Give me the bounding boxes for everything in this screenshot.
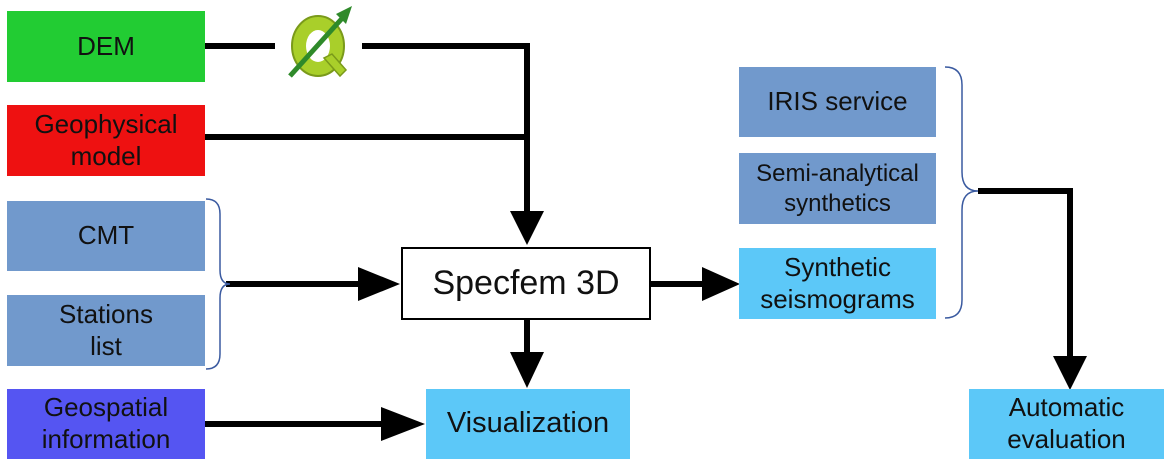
arrowhead-into-evaluation	[1053, 356, 1087, 390]
automatic-evaluation-label-line1: Automatic	[1008, 392, 1125, 423]
specfem-label: Specfem 3D	[432, 263, 620, 302]
iris-service-box: IRIS service	[739, 67, 936, 137]
evaluation-connector	[978, 188, 1073, 360]
synthetic-seismograms-label-line2: seismograms	[760, 283, 915, 314]
geospatial-information-label-line1: Geospatial	[43, 392, 169, 423]
geospatial-information-box: Geospatial information	[7, 389, 205, 459]
iris-service-label: IRIS service	[767, 86, 908, 117]
semi-analytical-synthetics-box: Semi-analytical synthetics	[739, 153, 936, 224]
arrowhead-into-visualization-top	[510, 352, 544, 388]
geospatial-information-label-line2: information	[41, 424, 171, 454]
arrowheads	[358, 211, 1087, 441]
visualization-box: Visualization	[426, 389, 630, 459]
stations-list-label-line2: list	[90, 330, 122, 361]
automatic-evaluation-label-line2: evaluation	[1007, 424, 1126, 454]
connectors	[205, 43, 1073, 427]
dem-box: DEM	[7, 11, 205, 82]
specfem-box: Specfem 3D	[401, 247, 651, 320]
semi-analytical-label-line1: Semi-analytical	[756, 160, 919, 188]
synthetic-seismograms-box: Synthetic seismograms	[739, 248, 936, 319]
geophysical-model-box: Geophysical model	[7, 105, 205, 176]
geophysical-model-label-line1: Geophysical	[34, 108, 178, 139]
right-brace	[944, 66, 979, 319]
automatic-evaluation-box: Automatic evaluation	[969, 389, 1164, 459]
cmt-label: CMT	[77, 220, 135, 251]
synthetic-seismograms-label-line1: Synthetic	[784, 251, 891, 282]
dem-connector-right	[362, 43, 530, 215]
cmt-box: CMT	[7, 201, 205, 271]
stations-list-label-line1: Stations	[59, 298, 153, 329]
arrowhead-into-synthetic	[702, 267, 740, 301]
visualization-label: Visualization	[446, 407, 610, 440]
stations-list-box: Stations list	[7, 295, 205, 366]
qgis-logo-icon	[288, 6, 352, 78]
semi-analytical-label-line2: synthetics	[784, 189, 891, 217]
geophysical-model-label-line2: model	[70, 140, 142, 171]
dem-label: DEM	[77, 30, 135, 61]
left-brace	[205, 198, 231, 370]
arrowhead-into-specfem-left	[358, 267, 400, 301]
arrowhead-into-specfem-top	[510, 211, 544, 245]
arrowhead-into-visualization-left	[381, 407, 425, 441]
